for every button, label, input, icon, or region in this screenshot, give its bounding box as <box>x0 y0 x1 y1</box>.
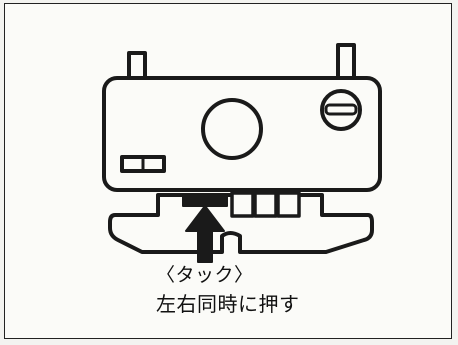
caption-instruction: 左右同時に押す <box>156 292 300 316</box>
caption-tuck: 〈タック〉 <box>156 264 254 286</box>
tuck-button-left[interactable] <box>182 193 205 207</box>
base-plate <box>108 193 374 254</box>
tuck-button-right[interactable] <box>205 193 228 207</box>
center-dial <box>201 98 263 160</box>
knob-slot <box>324 103 358 116</box>
stitch-button-3 <box>276 191 301 218</box>
stitch-button-2 <box>253 191 278 218</box>
right-post <box>336 43 356 81</box>
stitch-button-1 <box>230 191 255 218</box>
press-arrow <box>185 205 225 263</box>
